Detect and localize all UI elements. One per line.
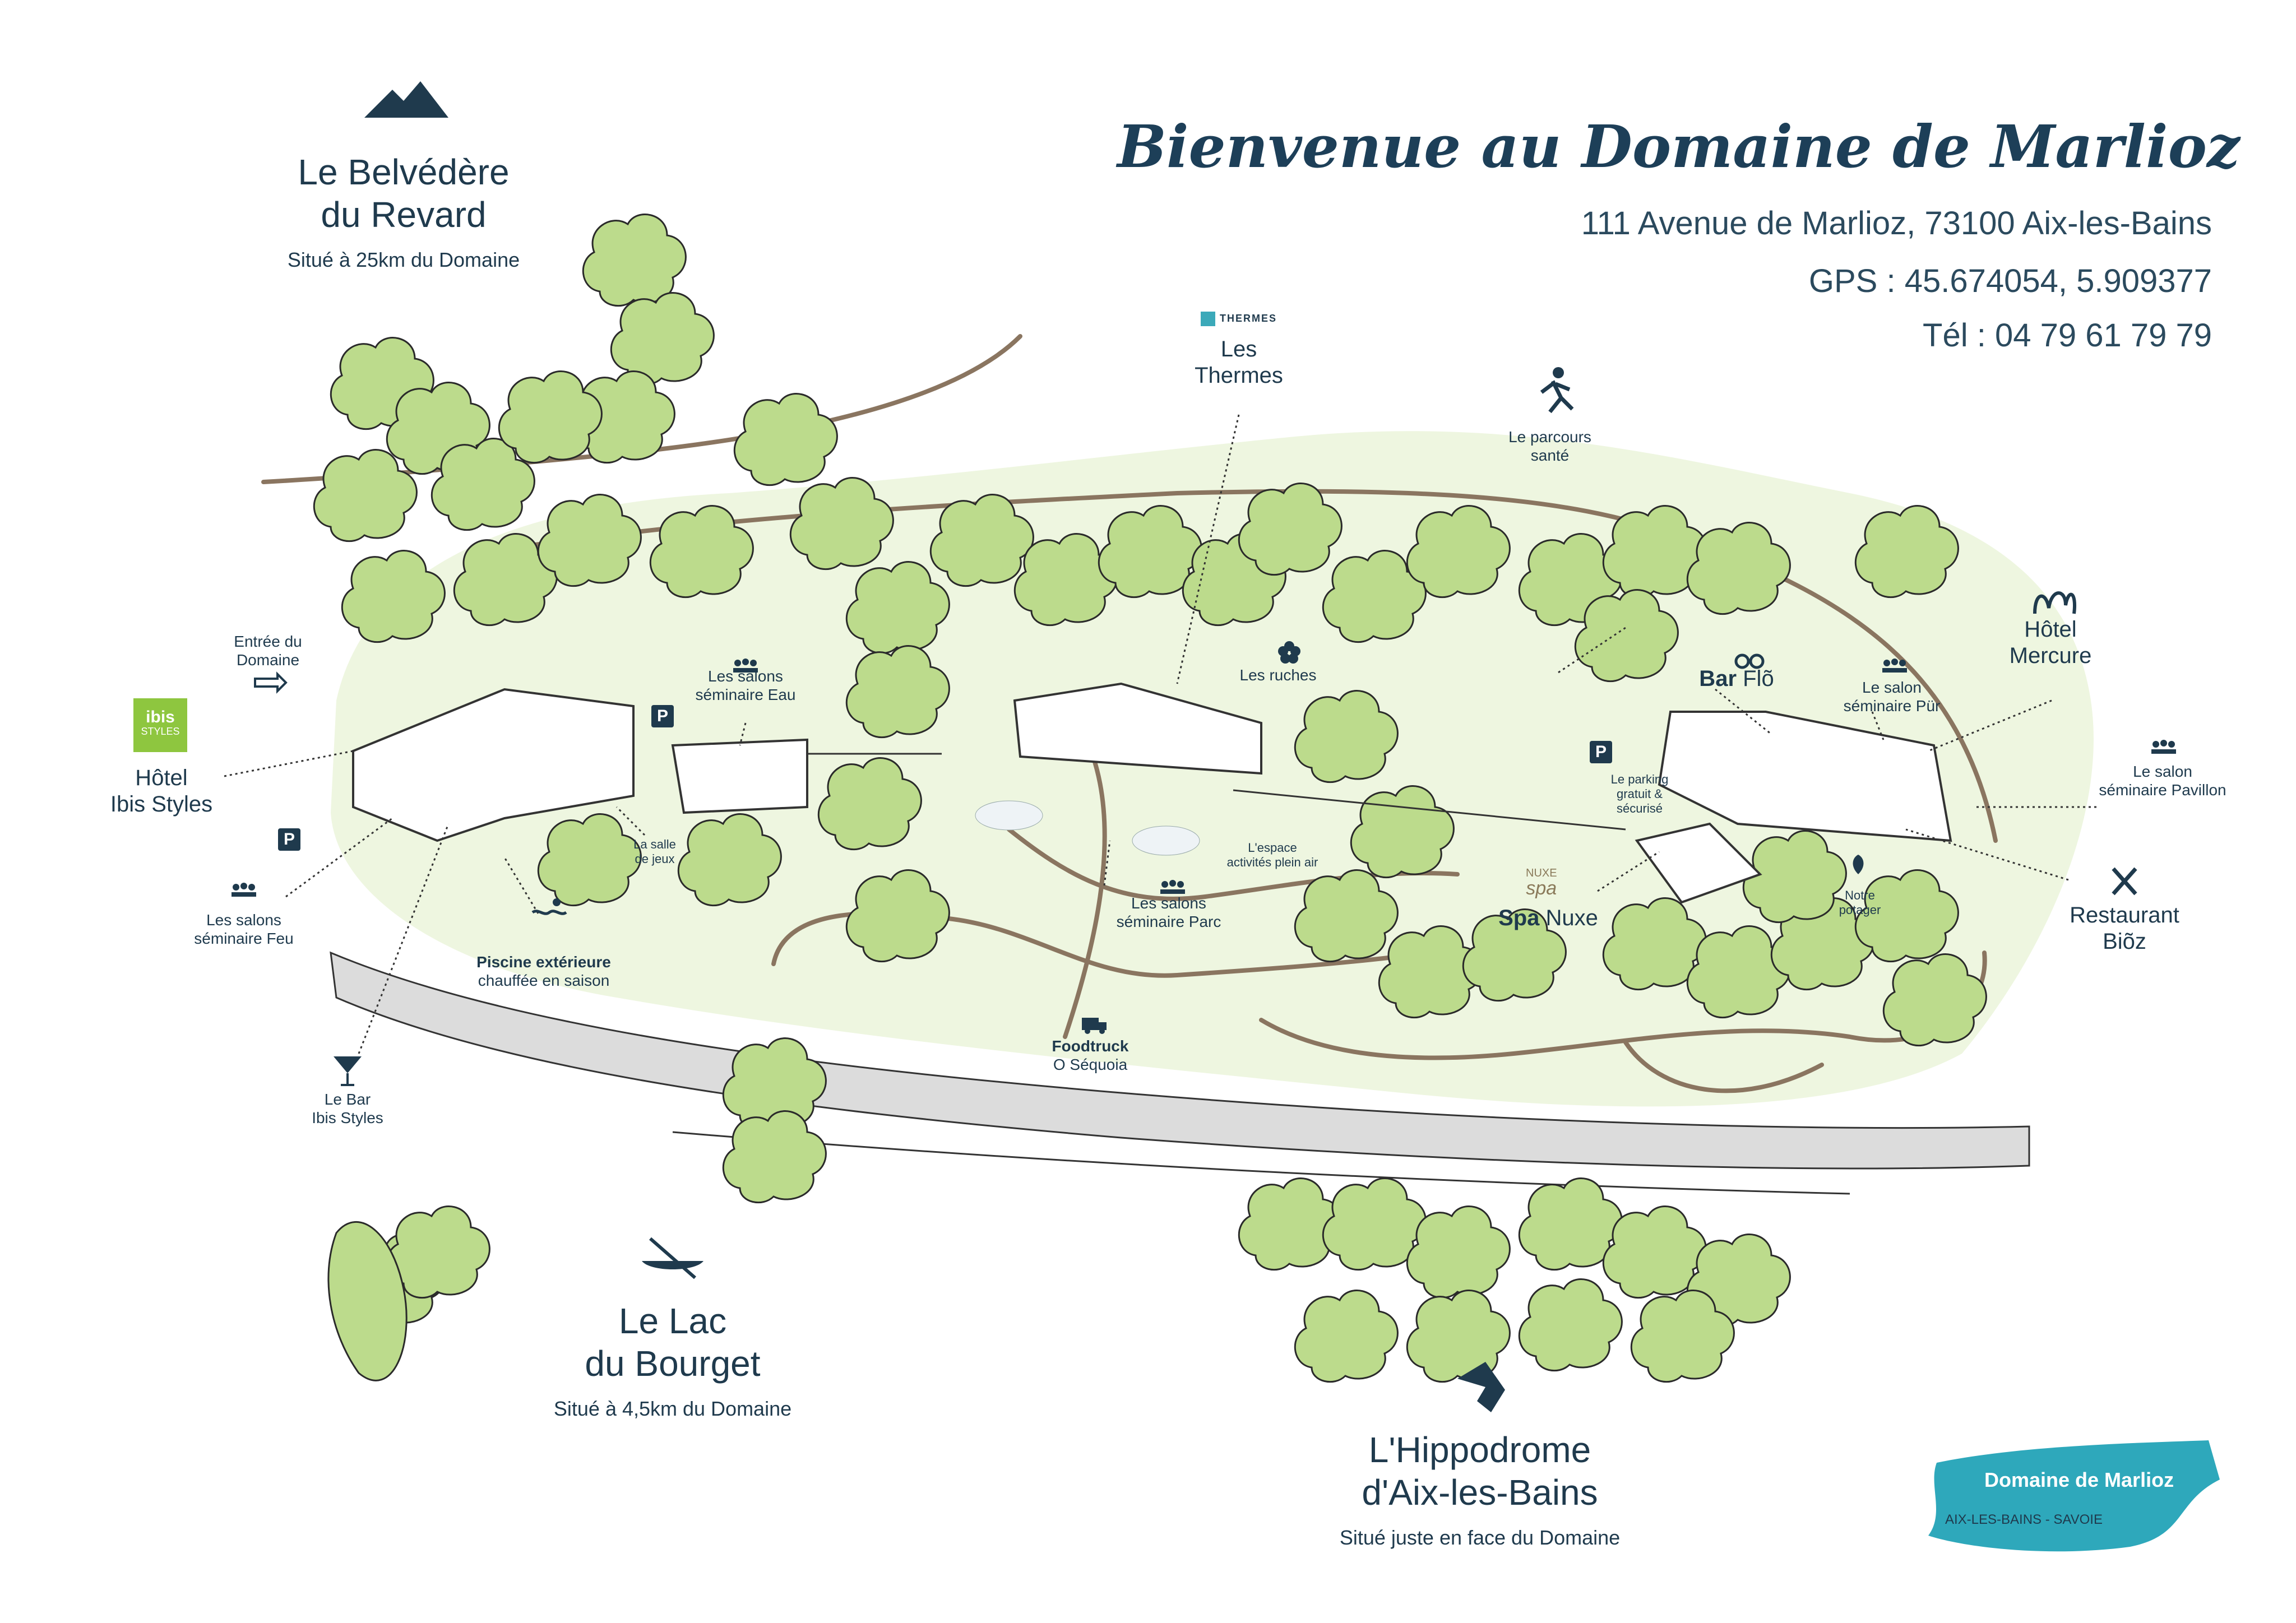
label-ruches: Les ruches [1239, 666, 1317, 684]
address-text: 111 Avenue de Marlioz, 73100 Aix-les-Bai… [1581, 205, 2212, 242]
label-parking-center: Le parking gratuit & sécurisé [1610, 772, 1669, 815]
nuxe-spa-logo: NUXE spa [1526, 867, 1557, 899]
spa-building [1635, 822, 1762, 904]
label-hotel-ibis: Hôtel Ibis Styles [110, 766, 213, 817]
thermes-building [1013, 682, 1262, 775]
label-entree: Entrée du Domaine [234, 633, 302, 669]
label-salon-pur: Le salon séminaire Pür [1843, 679, 1941, 715]
label-piscine: Piscine extérieure chauffée en saison [476, 953, 611, 990]
phone-text: Tél : 04 79 61 79 79 [1923, 317, 2212, 354]
lower-road-edge [672, 1131, 1850, 1195]
park-path-5 [1623, 1040, 1824, 1093]
binoculars-icon [1734, 653, 1765, 669]
hippodrome-icon [1457, 1362, 1505, 1412]
label-restaurant-bioz: Restaurant Biõz [2070, 903, 2179, 954]
label-lac-bourget: Le Lac du Bourget Situé à 4,5km du Domai… [553, 1301, 792, 1421]
parking-icon: P [278, 828, 300, 851]
leaf-icon [1853, 855, 1864, 874]
cutlery-icon [2112, 867, 2137, 896]
island-left [327, 1221, 408, 1381]
label-parcours-sante: Le parcours santé [1508, 428, 1591, 465]
label-potager: Notre potager [1839, 888, 1881, 917]
gps-text: GPS : 45.674054, 5.909377 [1808, 263, 2212, 299]
meeting-table-icon [2151, 740, 2176, 754]
label-salons-eau: Les salons séminaire Eau [695, 667, 796, 704]
label-salons-parc: Les salons séminaire Parc [1116, 894, 1221, 931]
brand-brush [1928, 1440, 2220, 1552]
mercure-logo-icon [2033, 591, 2076, 614]
label-salon-pavillon: Le salon séminaire Pavillon [2099, 763, 2226, 799]
food-truck-icon [1082, 1018, 1107, 1034]
pond-left [975, 800, 1043, 831]
label-belvedere: Le Belvédère du Revard Situé à 25km du D… [287, 152, 520, 272]
arrow-right-icon [254, 671, 288, 694]
brand-subtitle: AIX-LES-BAINS - SAVOIE [1945, 1512, 2103, 1527]
label-thermes: Les Thermes [1195, 337, 1283, 388]
thermes-logo: THERMES [1201, 312, 1277, 326]
ibis-building [352, 688, 635, 842]
meeting-table-icon [733, 659, 758, 673]
label-foodtruck: Foodtruck O Séquoia [1052, 1037, 1129, 1074]
ibis-styles-logo: ibis STYLES [133, 698, 187, 752]
page-title: Bienvenue au Domaine de Marlioz [1117, 112, 2240, 181]
canoe-icon [642, 1237, 703, 1279]
thermes-logo-square [1201, 312, 1215, 326]
park-path-4 [1063, 754, 1107, 1039]
label-espace-plein-air: L'espace activités plein air [1226, 841, 1318, 869]
pond-right [1132, 826, 1200, 856]
cocktail-glass-icon [334, 1056, 362, 1086]
swimmer-icon [531, 898, 567, 915]
label-salons-feu: Les salons séminaire Feu [194, 911, 294, 948]
meeting-table-icon [1882, 659, 1907, 673]
parking-icon: P [1590, 741, 1612, 763]
mercure-building [1658, 711, 1952, 842]
mountain-icon [364, 81, 448, 118]
flower-icon [1278, 641, 1300, 664]
brand-name: Domaine de Marlioz [1984, 1468, 2174, 1491]
salons-eau-building [671, 738, 808, 814]
label-bar-flo: Bar Flõ [1699, 666, 1774, 691]
walkway-2 [1233, 789, 1626, 831]
label-salle-jeux: La salle de jeux [633, 837, 676, 866]
label-hippodrome: L'Hippodrome d'Aix-les-Bains Situé juste… [1339, 1430, 1621, 1550]
label-hotel-mercure: Hôtel Mercure [2009, 617, 2092, 669]
runner-icon [1540, 367, 1574, 414]
parking-icon: P [651, 705, 674, 727]
meeting-table-icon [1160, 880, 1185, 894]
label-bar-ibis: Le Bar Ibis Styles [312, 1091, 383, 1127]
label-spa-nuxe: Spa Nuxe [1498, 906, 1598, 930]
park-path-1 [771, 911, 1432, 978]
meeting-table-icon [232, 883, 256, 897]
main-road [330, 951, 2030, 1170]
